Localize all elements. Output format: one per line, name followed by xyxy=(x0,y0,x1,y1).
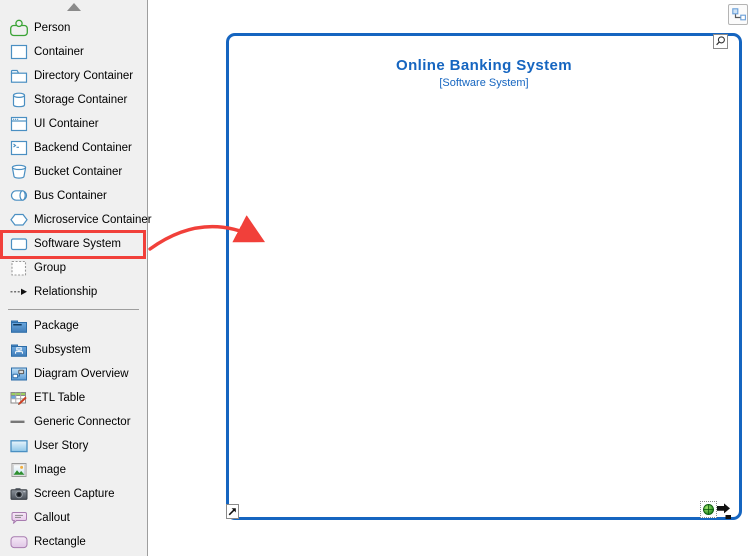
person-icon xyxy=(8,19,29,37)
software-system-node[interactable]: Online Banking System [Software System] xyxy=(226,33,742,520)
palette-item-callout[interactable]: Callout xyxy=(0,506,147,530)
fit-size-icon[interactable] xyxy=(716,503,732,520)
palette-item-label: UI Container xyxy=(34,118,99,130)
microservice-container-icon xyxy=(8,211,29,229)
palette-item-rectangle[interactable]: Rectangle xyxy=(0,530,147,554)
palette-item-label: Backend Container xyxy=(34,142,132,154)
palette-item-label: Package xyxy=(34,320,79,332)
node-title: Online Banking System xyxy=(396,57,572,74)
rectangle-icon xyxy=(8,533,29,551)
package-icon xyxy=(8,317,29,335)
palette-item-user-story[interactable]: User Story xyxy=(0,434,147,458)
bus-container-icon xyxy=(8,187,29,205)
palette-item-label: Rectangle xyxy=(34,536,86,548)
scroll-up-arrow-icon xyxy=(66,3,81,11)
palette-item-diagram-overview[interactable]: Diagram Overview xyxy=(0,362,147,386)
palette-item-generic-connector[interactable]: Generic Connector xyxy=(0,410,147,434)
palette-item-label: ETL Table xyxy=(34,392,86,404)
palette-item-label: Subsystem xyxy=(34,344,91,356)
callout-icon xyxy=(8,509,29,527)
palette-item-label: Callout xyxy=(34,512,70,524)
palette-item-label: Image xyxy=(34,464,66,476)
palette-item-label: User Story xyxy=(34,440,89,452)
palette-item-directory-container[interactable]: Directory Container xyxy=(0,64,147,88)
palette-separator xyxy=(8,309,139,310)
palette-item-label: Diagram Overview xyxy=(34,368,129,380)
software-system-icon xyxy=(8,235,29,253)
palette-item-image[interactable]: Image xyxy=(0,458,147,482)
palette-item-ui-container[interactable]: UI Container xyxy=(0,112,147,136)
palette-item-storage-container[interactable]: Storage Container xyxy=(0,88,147,112)
connector-widget-icon[interactable] xyxy=(728,4,748,25)
palette-item-bucket-container[interactable]: Bucket Container xyxy=(0,160,147,184)
palette-item-label: Person xyxy=(34,22,71,34)
group-icon xyxy=(8,259,29,277)
magnifier-icon[interactable] xyxy=(713,34,728,49)
open-spec-arrow-icon[interactable] xyxy=(226,504,239,519)
diagram-overview-icon xyxy=(8,365,29,383)
palette-item-label: Bucket Container xyxy=(34,166,123,178)
palette-item-software-system[interactable]: Software System xyxy=(0,232,147,256)
subsystem-icon xyxy=(8,341,29,359)
palette-item-group[interactable]: Group xyxy=(0,256,147,280)
sub-diagram-resource-icon[interactable] xyxy=(700,501,717,518)
user-story-icon xyxy=(8,437,29,455)
palette-item-label: Microservice Container xyxy=(34,214,152,226)
palette-item-label: Container xyxy=(34,46,84,58)
relationship-icon xyxy=(8,283,29,301)
image-icon xyxy=(8,461,29,479)
palette-item-etl-table[interactable]: ETL Table xyxy=(0,386,147,410)
bucket-container-icon xyxy=(8,163,29,181)
storage-container-icon xyxy=(8,91,29,109)
palette-item-container[interactable]: Container xyxy=(0,40,147,64)
ui-container-icon xyxy=(8,115,29,133)
palette-item-label: Relationship xyxy=(34,286,98,298)
palette-item-label: Storage Container xyxy=(34,94,128,106)
palette-item-label: Software System xyxy=(34,238,121,250)
palette-item-subsystem[interactable]: Subsystem xyxy=(0,338,147,362)
palette-item-label: Directory Container xyxy=(34,70,134,82)
palette-item-microservice-container[interactable]: Microservice Container xyxy=(0,208,152,232)
palette-item-label: Screen Capture xyxy=(34,488,115,500)
palette-scroll-up-button[interactable] xyxy=(0,3,147,13)
palette-item-label: Generic Connector xyxy=(34,416,131,428)
palette-item-screen-capture[interactable]: Screen Capture xyxy=(0,482,147,506)
palette-item-relationship[interactable]: Relationship xyxy=(0,280,147,304)
palette-item-backend-container[interactable]: Backend Container xyxy=(0,136,147,160)
screen-capture-icon xyxy=(8,485,29,503)
palette-item-label: Group xyxy=(34,262,66,274)
backend-container-icon xyxy=(8,139,29,157)
palette-item-person[interactable]: Person xyxy=(0,16,147,40)
palette-item-bus-container[interactable]: Bus Container xyxy=(0,184,147,208)
node-header: Online Banking System [Software System] xyxy=(229,36,739,89)
directory-container-icon xyxy=(8,67,29,85)
palette-item-package[interactable]: Package xyxy=(0,314,147,338)
container-icon xyxy=(8,43,29,61)
node-subtitle: [Software System] xyxy=(439,77,529,89)
generic-connector-icon xyxy=(8,413,29,431)
etl-table-icon xyxy=(8,389,29,407)
palette-item-label: Bus Container xyxy=(34,190,107,202)
